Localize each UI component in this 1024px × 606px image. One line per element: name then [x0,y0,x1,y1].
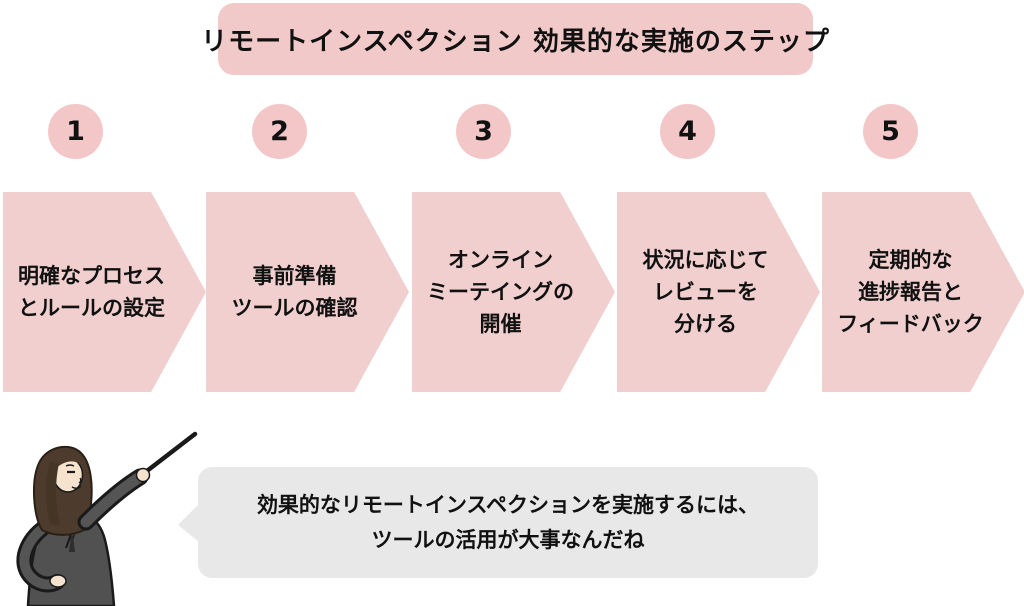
presenter-bangs [53,448,84,470]
pointer-stick [140,431,198,477]
step-arrow-2: 事前準備 ツールの確認 [206,192,409,392]
step-number: 1 [66,116,85,147]
step-label-line: 定期的な [868,248,953,272]
presenter-illustration [0,430,200,606]
step-circle-5: 5 [863,104,918,159]
step-circle-2: 2 [252,104,307,159]
step-label-line: 状況に応じて [642,248,769,272]
step-label-line: オンライン [448,248,553,272]
presenter-hair-strand [46,462,60,526]
presenter-mouth [71,485,82,490]
step-number: 5 [881,116,900,147]
speech-bubble-text: 効果的なリモートインスペクションを実施するには、 [256,492,760,517]
step-label-line: レビューを [653,280,758,304]
step-label-line: とルールの設定 [18,296,165,320]
step-arrow-5: 定期的な 進捗報告と フィードバック [822,192,1024,392]
presenter-woman-svg [16,431,198,606]
step-arrow-4: 状況に応じて レビューを 分ける [617,192,820,392]
presenter-eyebrow [65,464,75,467]
title-banner: リモートインスペクション 効果的な実施のステップ [201,3,829,75]
step-arrow-3: オンライン ミーテイングの 開催 [412,192,615,392]
speech-bubble-text: ツールの活用が大事なんだね [371,527,645,552]
step-number: 4 [678,116,697,147]
step-label-line: 事前準備 [252,264,337,288]
step-number: 2 [270,116,289,147]
step-label-line: フィードバック [837,312,984,336]
speech-bubble: 効果的なリモートインスペクションを実施するには、 ツールの活用が大事なんだね [178,467,818,578]
step-label-line: 進捗報告と [858,280,963,304]
step-circle-3: 3 [456,104,511,159]
step-label-line: 分ける [674,312,737,336]
step-label-line: ツールの確認 [231,296,358,320]
step-label-line: 開催 [479,312,522,336]
step-circle-4: 4 [660,104,715,159]
page-title: リモートインスペクション 効果的な実施のステップ [201,26,830,57]
presenter-shirt-shadow [69,528,75,552]
presenter-hand-hip [49,574,67,588]
step-label-line: ミーテイングの [427,280,574,304]
presenter-hand-stick [135,467,151,483]
step-number: 3 [474,116,493,147]
presenter-nose [78,477,82,484]
presenter-hip-arm [19,521,62,590]
step-circle-1: 1 [48,104,103,159]
step-arrow-1: 明確なプロセス とルールの設定 [3,192,206,392]
presenter-raised-arm [80,471,146,528]
step-label-line: 明確なプロセス [18,264,165,288]
